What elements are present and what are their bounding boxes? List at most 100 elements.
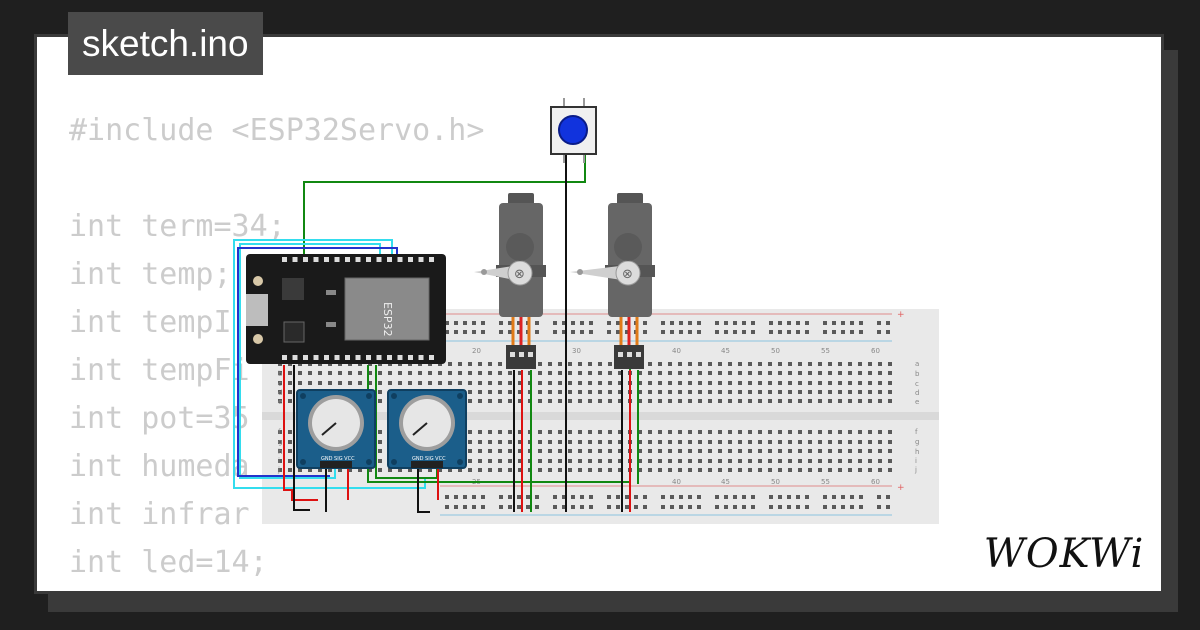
breadboard-hole: [678, 430, 682, 434]
breadboard-hole: [398, 381, 402, 385]
breadboard-hole: [616, 321, 620, 325]
breadboard-hole: [378, 430, 382, 434]
breadboard-hole: [588, 440, 592, 444]
breadboard-hole: [568, 430, 572, 434]
breadboard-hole: [334, 257, 340, 262]
breadboard-hole: [608, 362, 612, 366]
breadboard-hole: [798, 430, 802, 434]
breadboard-hole: [318, 381, 322, 385]
breadboard-hole: [688, 321, 692, 325]
breadboard-hole: [841, 495, 845, 499]
breadboard-hole: [607, 505, 611, 509]
breadboard-hole: [488, 390, 492, 394]
breadboard-hole: [850, 505, 854, 509]
breadboard-hole: [535, 321, 539, 325]
row-letter: g: [915, 438, 919, 446]
breadboard-hole: [508, 321, 512, 325]
breadboard-hole: [634, 505, 638, 509]
potentiometer-left[interactable]: GND SIG VCC: [296, 389, 376, 469]
breadboard-hole: [858, 459, 862, 463]
breadboard-hole: [578, 459, 582, 463]
breadboard-hole: [788, 399, 792, 403]
file-tab[interactable]: sketch.ino: [68, 12, 263, 75]
breadboard-hole: [778, 399, 782, 403]
button-cap[interactable]: [558, 115, 588, 145]
breadboard-hole: [589, 495, 593, 499]
breadboard-hole: [886, 321, 890, 325]
breadboard-hole: [748, 459, 752, 463]
breadboard-hole: [498, 459, 502, 463]
potentiometer-right[interactable]: GND SIG VCC: [387, 389, 467, 469]
breadboard-hole: [388, 371, 392, 375]
breadboard-hole: [886, 495, 890, 499]
breadboard-hole: [616, 505, 620, 509]
breadboard-hole: [288, 381, 292, 385]
breadboard-hole: [748, 430, 752, 434]
breadboard-hole: [538, 459, 542, 463]
breadboard-hole: [733, 330, 737, 334]
breadboard-hole: [698, 459, 702, 463]
column-number: 45: [721, 478, 730, 486]
breadboard-hole: [823, 321, 827, 325]
breadboard-hole: [278, 430, 282, 434]
breadboard-hole: [678, 440, 682, 444]
breadboard-hole: [517, 495, 521, 499]
breadboard-hole: [818, 362, 822, 366]
breadboard-hole: [798, 390, 802, 394]
breadboard-hole: [345, 257, 350, 262]
breadboard-hole: [607, 321, 611, 325]
breadboard-hole: [568, 390, 572, 394]
servo-right[interactable]: ⊗: [570, 193, 655, 369]
breadboard-hole: [282, 355, 287, 360]
breadboard-hole: [408, 355, 413, 360]
breadboard-hole: [625, 505, 629, 509]
esp32-board[interactable]: ESP32: [246, 254, 446, 364]
breadboard-hole: [698, 440, 702, 444]
breadboard-hole: [638, 430, 642, 434]
code-editor[interactable]: #include <ESP32Servo.h>int term=34;int t…: [69, 107, 484, 587]
breadboard-hole: [468, 399, 472, 403]
breadboard-hole: [778, 330, 782, 334]
breadboard-hole: [468, 449, 472, 453]
breadboard-hole: [808, 399, 812, 403]
breadboard-hole: [728, 390, 732, 394]
breadboard-hole: [738, 459, 742, 463]
breadboard-hole: [538, 449, 542, 453]
breadboard-hole: [888, 430, 892, 434]
code-line: int led=14;: [69, 545, 268, 580]
breadboard-hole: [708, 468, 712, 472]
breadboard-hole: [838, 430, 842, 434]
servo-left[interactable]: ⊗: [474, 193, 546, 369]
breadboard-hole: [679, 330, 683, 334]
breadboard-hole: [868, 390, 872, 394]
push-button[interactable]: [550, 98, 597, 163]
breadboard-hole: [738, 371, 742, 375]
breadboard-hole: [658, 371, 662, 375]
breadboard-hole: [886, 330, 890, 334]
breadboard-hole: [798, 371, 802, 375]
breadboard-hole: [858, 381, 862, 385]
wires: [233, 155, 639, 513]
breadboard-hole: [742, 505, 746, 509]
breadboard-hole: [841, 321, 845, 325]
breadboard-hole: [478, 390, 482, 394]
breadboard-hole: [418, 257, 424, 262]
breadboard-hole: [678, 399, 682, 403]
breadboard-hole: [288, 468, 292, 472]
breadboard-hole: [848, 362, 852, 366]
breadboard-hole: [661, 495, 665, 499]
breadboard-hole: [578, 449, 582, 453]
breadboard-hole: [788, 381, 792, 385]
breadboard-hole: [448, 362, 452, 366]
breadboard-hole: [888, 362, 892, 366]
breadboard-hole: [345, 355, 350, 360]
breadboard-hole: [733, 321, 737, 325]
breadboard-hole: [768, 362, 772, 366]
breadboard-hole: [588, 449, 592, 453]
breadboard-hole: [878, 430, 882, 434]
row-letter: d: [915, 389, 919, 397]
regulator-chip: [282, 278, 304, 300]
breadboard-hole: [724, 505, 728, 509]
breadboard-hole: [688, 399, 692, 403]
breadboard-hole: [661, 330, 665, 334]
